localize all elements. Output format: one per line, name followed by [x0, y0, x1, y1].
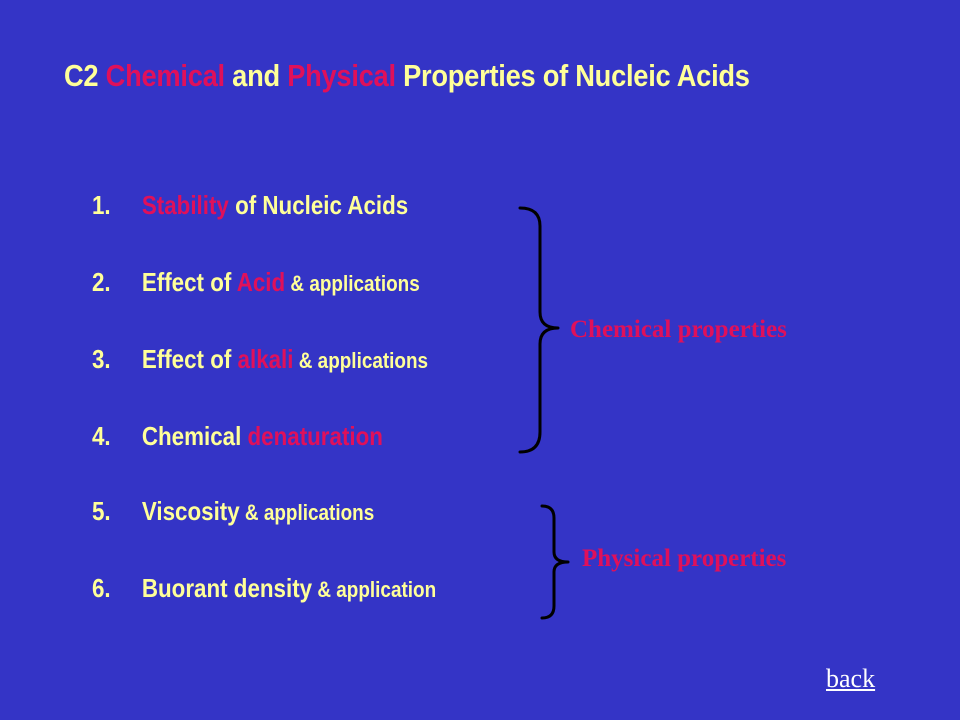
- back-link[interactable]: back: [826, 664, 876, 693]
- item-number: 1.: [92, 190, 111, 220]
- item-text-part: Stability: [141, 190, 229, 220]
- item-text-part: Effect of: [141, 267, 237, 297]
- chemical-properties-label: Chemical properties: [570, 316, 787, 343]
- title-word-chemical: Chemical: [105, 58, 225, 93]
- chemical-group-brace: [518, 206, 560, 454]
- list-item: 1. Stability of Nucleic Acids: [92, 190, 408, 221]
- physical-group-brace: [540, 504, 570, 620]
- title-and: and: [224, 58, 288, 93]
- item-number: 3.: [92, 344, 111, 374]
- item-number: 5.: [92, 496, 111, 526]
- item-text-part: denaturation: [247, 421, 383, 451]
- title-suffix: Properties of Nucleic Acids: [395, 58, 750, 93]
- item-text-part: Effect of: [141, 344, 238, 374]
- item-text-part: & applications: [285, 271, 420, 296]
- item-number: 6.: [92, 573, 111, 603]
- item-text-part: & applications: [293, 348, 429, 373]
- item-text-part: of Nucleic Acids: [228, 190, 409, 220]
- title-word-physical: Physical: [287, 58, 396, 93]
- title-prefix: C2: [64, 58, 106, 93]
- item-text-part: Buorant density: [141, 573, 313, 603]
- item-text-part: Viscosity: [141, 496, 240, 526]
- list-item: 3. Effect of alkali & applications: [92, 344, 428, 375]
- list-item: 6. Buorant density & application: [92, 573, 436, 604]
- item-text-part: & application: [312, 577, 437, 602]
- item-text-part: Chemical: [141, 421, 248, 451]
- list-item: 4. Chemical denaturation: [92, 421, 383, 452]
- list-item: 2. Effect of Acid & applications: [92, 267, 420, 298]
- item-number: 4.: [92, 421, 111, 451]
- item-text-part: Acid: [236, 267, 286, 297]
- item-text-part: alkali: [237, 344, 294, 374]
- list-item: 5. Viscosity & applications: [92, 496, 374, 527]
- physical-properties-label: Physical properties: [582, 545, 787, 572]
- item-text-part: & applications: [239, 500, 375, 525]
- item-number: 2.: [92, 267, 111, 297]
- slide-title: C2 Chemical and Physical Properties of N…: [64, 58, 838, 94]
